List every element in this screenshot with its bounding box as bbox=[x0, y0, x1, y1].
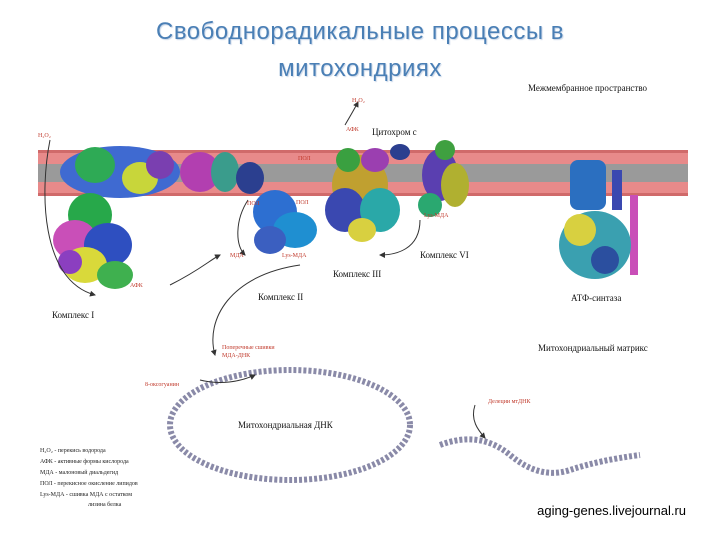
label-mda: МДА bbox=[230, 253, 244, 259]
label-afk-left: АФК bbox=[130, 283, 144, 289]
legend-item: ПОЛ - перекисное окисление липидов bbox=[40, 481, 138, 487]
label-pol-1: ПОЛ bbox=[298, 156, 310, 162]
complex-1-protein bbox=[53, 146, 264, 289]
label-crosslinks-2: МДА-ДНК bbox=[222, 353, 251, 359]
label-h2o2-left: Н₂О₂ bbox=[38, 133, 51, 139]
label-lys-mda-2: Lys-МДА bbox=[282, 253, 307, 259]
complex-4-protein bbox=[418, 140, 469, 217]
label-pol-2: ПОЛ bbox=[247, 201, 259, 207]
label-complex-3: Комплекс III bbox=[333, 269, 381, 279]
label-intermembrane-space: Межмембранное пространство bbox=[528, 83, 648, 93]
label-deletion: Делеции мтДНК bbox=[488, 399, 531, 405]
label-pol-3: ПОЛ bbox=[296, 200, 308, 206]
legend-item: Н₂О₂ - перекись водорода bbox=[40, 448, 106, 454]
label-lys-mda-1: Lys-МДА bbox=[424, 213, 449, 219]
page-title-line-2: митохондриях bbox=[278, 55, 442, 82]
abbreviation-legend: Н₂О₂ - перекись водорода АФК - активные … bbox=[40, 448, 138, 508]
label-cytochrome-c: Цитохром с bbox=[372, 127, 417, 137]
atp-synthase-protein bbox=[559, 160, 638, 279]
reaction-arrows bbox=[44, 101, 486, 439]
label-oxoguanine: 8-оксогуанин bbox=[145, 382, 180, 388]
label-afk-top: АФК bbox=[346, 127, 360, 133]
mtdna-loop bbox=[167, 367, 641, 483]
legend-item: МДА - малоновый диальдегид bbox=[40, 469, 118, 476]
label-complex-2: Комплекс II bbox=[258, 292, 303, 302]
label-mitochondrial-matrix: Митохондриальный матрикс bbox=[538, 343, 648, 353]
legend-item: лизина белка bbox=[88, 501, 122, 508]
legend-item: АФК - активные формы кислорода bbox=[40, 458, 129, 465]
label-crosslinks-1: Поперечные сшивки bbox=[222, 345, 275, 351]
complex-3-protein bbox=[325, 148, 400, 242]
legend-item: Lys-МДА - сшивка МДА с остатком bbox=[40, 492, 132, 498]
label-complex-4: Комплекс VI bbox=[420, 250, 469, 260]
label-mtdna: Митохондриальная ДНК bbox=[238, 420, 334, 430]
page-title-line-1: Свободнорадикальные процессы в bbox=[155, 18, 565, 45]
label-atp-synthase: АТФ-синтаза bbox=[571, 293, 621, 303]
cytochrome-c-protein bbox=[390, 144, 410, 160]
label-complex-1: Комплекс I bbox=[52, 310, 94, 320]
source-credit: aging-genes.livejournal.ru bbox=[537, 503, 686, 518]
complex-2-protein bbox=[253, 190, 317, 254]
label-h2o2-top: Н₂О₂ bbox=[352, 98, 365, 104]
